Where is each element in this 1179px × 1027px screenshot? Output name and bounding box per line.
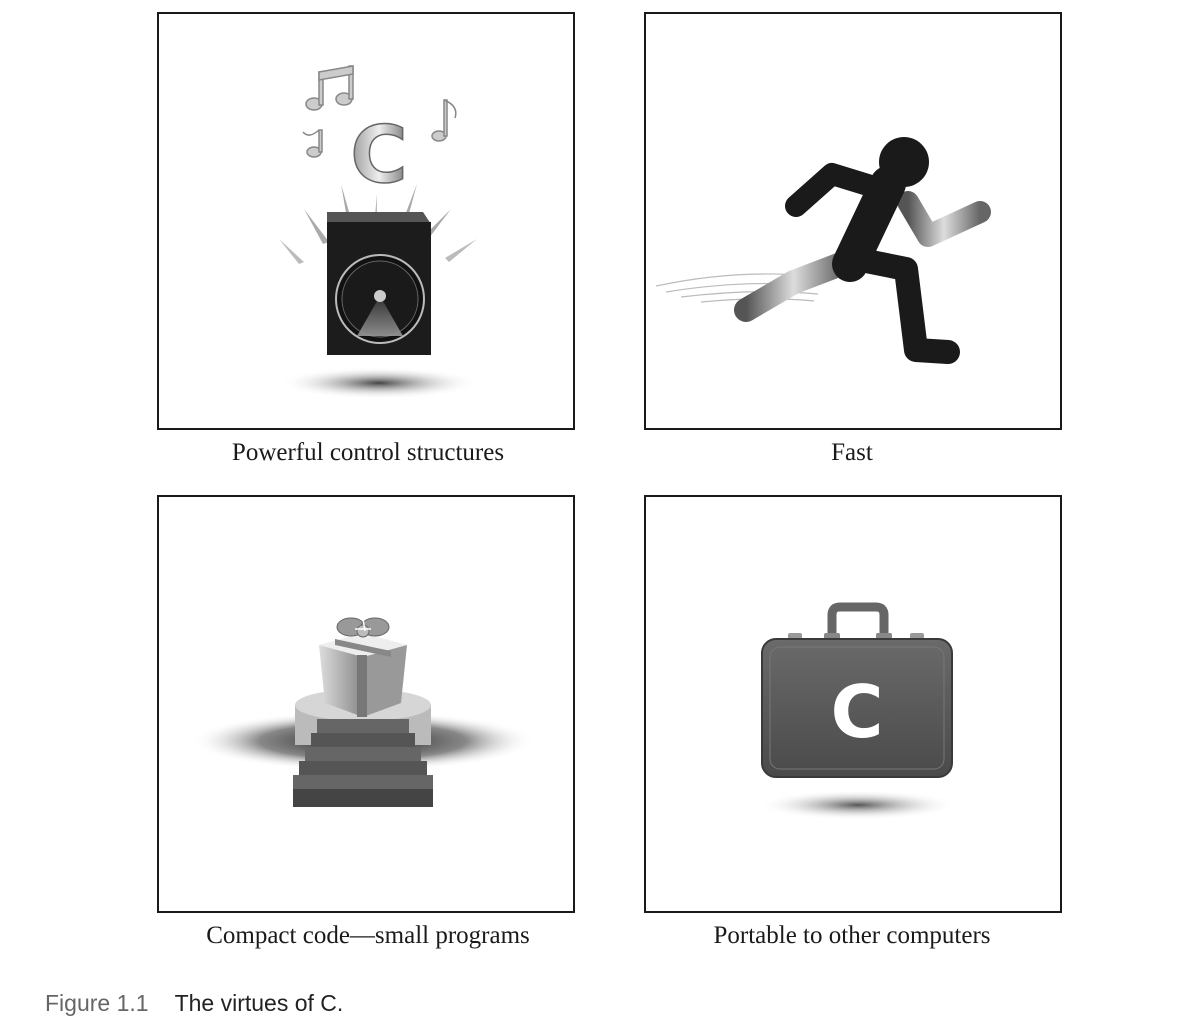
figure-title: The virtues of C. bbox=[174, 990, 344, 1016]
panel-compact-code bbox=[157, 495, 575, 913]
briefcase-c-label: C bbox=[831, 670, 884, 754]
panel-powerful-control-structures: C bbox=[157, 12, 575, 430]
briefcase-icon: C bbox=[758, 602, 958, 820]
caption-powerful-control-structures: Powerful control structures bbox=[231, 439, 505, 466]
speaker-music-icon: C bbox=[279, 65, 479, 399]
figure-caption: Figure 1.1 The virtues of C. bbox=[45, 988, 343, 1018]
running-person-icon bbox=[655, 137, 991, 364]
caption-portable: Portable to other computers bbox=[713, 922, 991, 949]
caption-fast: Fast bbox=[831, 439, 873, 466]
gift-on-stairs-icon bbox=[191, 617, 535, 807]
svg-text:C: C bbox=[350, 111, 407, 201]
panel-fast bbox=[644, 12, 1062, 430]
panel-portable: C bbox=[644, 495, 1062, 913]
figure-number: Figure 1.1 bbox=[45, 990, 149, 1016]
caption-compact-code: Compact code—small programs bbox=[206, 922, 530, 949]
